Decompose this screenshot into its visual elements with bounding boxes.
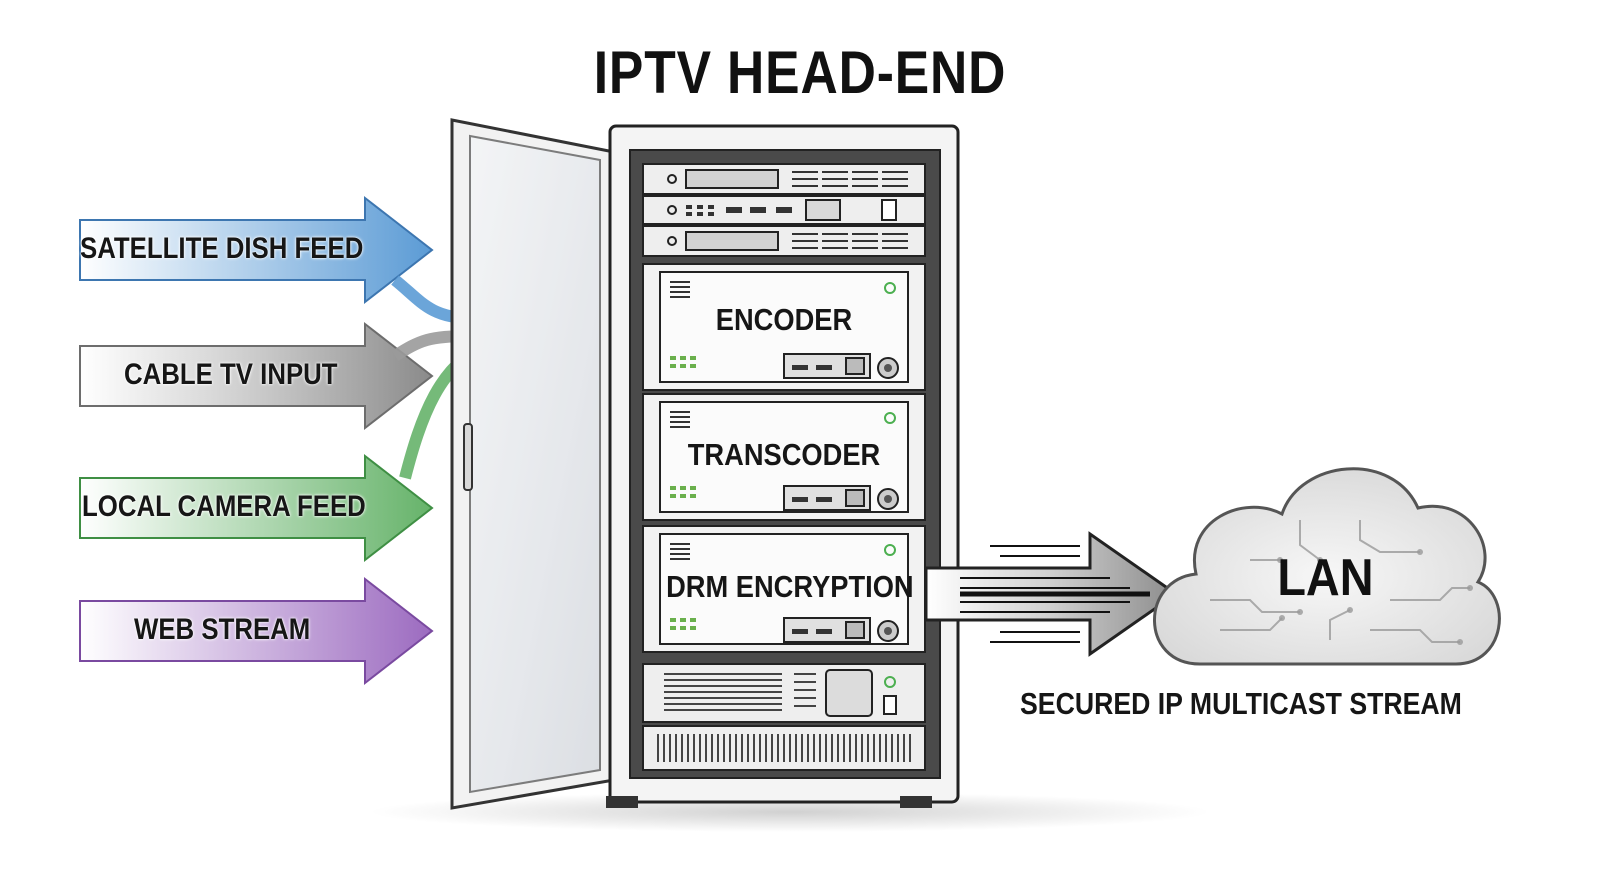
encoder-unit: [642, 263, 926, 391]
rack-door: [450, 118, 631, 810]
encoder-label: ENCODER: [715, 302, 853, 337]
transcoder-unit: [642, 393, 926, 521]
rack-1u-unit: [642, 163, 926, 195]
lan-cloud: [1153, 467, 1501, 666]
input-label-satellite: SATELLITE DISH FEED: [80, 232, 364, 265]
status-leds: [670, 356, 696, 368]
status-leds: [670, 486, 696, 498]
rack-vent-unit: [642, 725, 926, 771]
power-icon: [884, 544, 896, 556]
control-keypad: [825, 669, 873, 717]
output-arrow: [924, 531, 1179, 657]
input-label-camera: LOCAL CAMERA FEED: [82, 490, 366, 523]
input-arrow-web: [79, 576, 434, 686]
power-icon: [884, 282, 896, 294]
power-icon: [884, 412, 896, 424]
drm-encryption-unit: [642, 525, 926, 653]
rack-1u-unit: [642, 225, 926, 257]
input-label-cable: CABLE TV INPUT: [124, 358, 338, 391]
door-handle: [463, 423, 473, 491]
rack-switch-unit: [642, 195, 926, 225]
circuit-traces: [1210, 520, 1470, 643]
rack-cabinet: [606, 124, 960, 808]
lan-label: LAN: [1277, 549, 1374, 607]
transcoder-label: TRANSCODER: [687, 437, 881, 472]
diagram-title: IPTV HEAD-END: [593, 39, 1007, 106]
rack-control-unit: [642, 663, 926, 723]
input-label-web: WEB STREAM: [134, 613, 311, 646]
floor-shadow: [370, 792, 1210, 832]
power-icon: [884, 676, 896, 688]
drm-encryption-label: DRM ENCRYPTION: [666, 569, 914, 604]
status-leds: [670, 618, 696, 630]
rack-foot-right: [900, 796, 932, 808]
rack-foot-left: [606, 796, 638, 808]
output-caption: SECURED IP MULTICAST STREAM: [1020, 686, 1462, 721]
